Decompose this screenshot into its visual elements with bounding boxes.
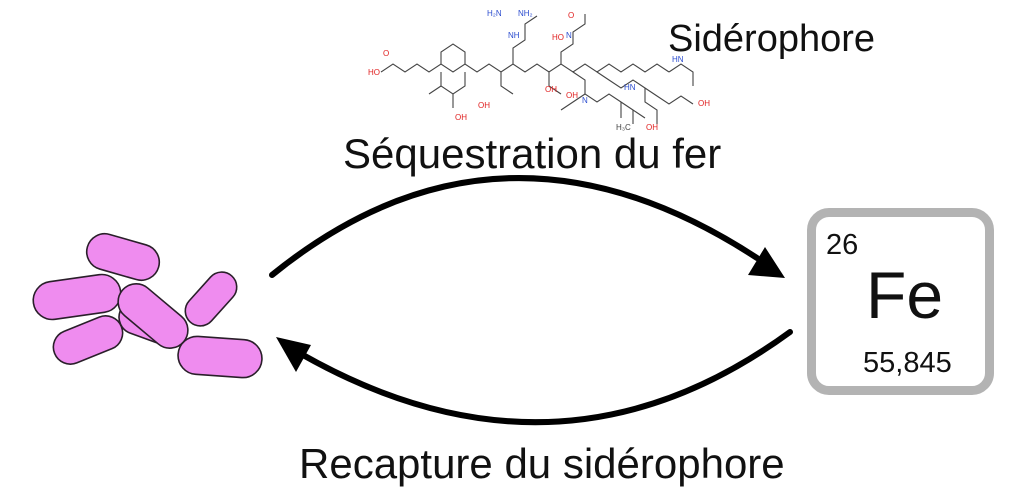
bacterium-2 [32,273,122,321]
atom-label: OH [455,113,467,122]
siderophore-label: Sidérophore [668,18,876,60]
bacterium-7 [177,335,263,379]
atom-label: OH [698,99,710,108]
atom-label: OH [545,85,557,94]
atom-label: OH [478,101,490,110]
atom-label: H₂N [487,9,502,18]
curved-arrow-bottom [276,329,793,426]
atom-label: HN [672,55,684,64]
element-symbol: Fe [866,258,944,332]
atom-label: NH [508,31,520,40]
bacterium-1 [85,232,161,282]
molecule-heteroatoms: HO O H₂N NH₂ NH N HO O OH OH OH N OH HN … [368,9,710,132]
atom-label: OH [566,91,578,100]
recapture-label: Recapture du sidérophore [299,440,785,487]
atomic-mass: 55,845 [863,347,952,379]
bacterium-3 [184,271,238,327]
atomic-number: 26 [826,229,859,261]
atom-label: NH₂ [518,9,533,18]
bacterium-4 [52,315,124,365]
atom-label: HO [368,68,380,77]
atom-label: N [582,96,588,105]
curved-arrow-top [269,175,785,278]
atom-label: H₃C [616,123,631,132]
atom-label: O [568,11,574,20]
atom-label: N [566,31,572,40]
siderophore-molecule [380,14,694,124]
iron-element-tile: 26 Fe 55,845 [807,208,994,395]
sequestration-label: Séquestration du fer [343,130,722,177]
atom-label: O [383,49,389,58]
atom-label: OH [646,123,658,132]
atom-label: HN [624,83,636,92]
bacteria-icon [32,232,263,379]
atom-label: HO [552,33,564,42]
